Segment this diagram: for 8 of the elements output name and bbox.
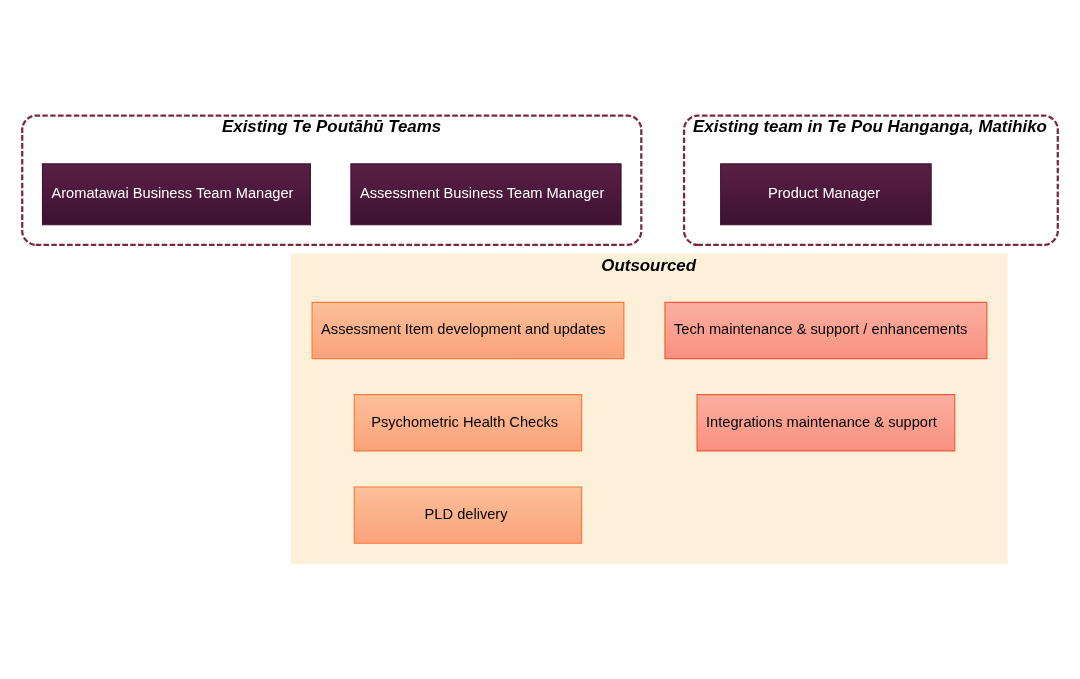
node-box: Assessment Item development and updates xyxy=(311,301,625,360)
node-box: Assessment Business Team Manager xyxy=(350,163,622,226)
node-box: PLD delivery xyxy=(353,486,583,544)
node-box: Tech maintenance & support / enhancements xyxy=(664,301,988,360)
node-box: Aromatawai Business Team Manager xyxy=(41,163,311,226)
node-box: Psychometric Health Checks xyxy=(353,394,583,452)
node-box: Integrations maintenance & support xyxy=(696,394,956,452)
node-box: Product Manager xyxy=(720,163,932,226)
